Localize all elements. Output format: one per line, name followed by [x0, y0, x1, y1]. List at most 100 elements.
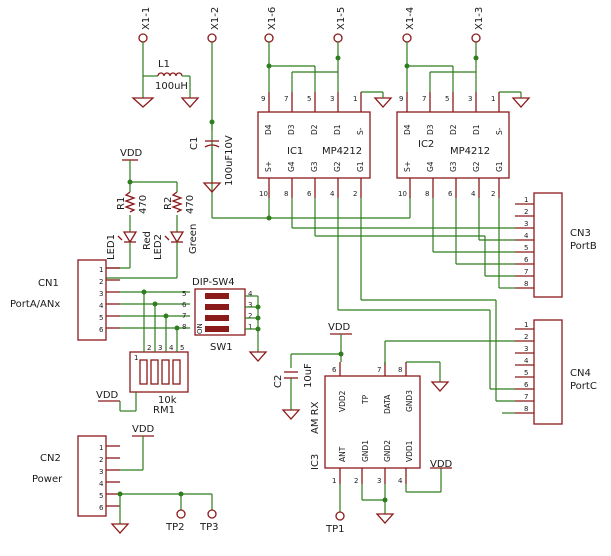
top-pin-x1-3: X1-3 [471, 7, 485, 43]
svg-text:VDD: VDD [430, 459, 453, 470]
svg-text:R1: R1 [116, 197, 127, 210]
svg-text:5: 5 [180, 344, 184, 352]
top-pin-label: X1-6 [267, 7, 278, 30]
top-pin-label: X1-3 [474, 7, 485, 30]
svg-text:5: 5 [445, 95, 449, 103]
svg-text:10uF: 10uF [303, 363, 314, 388]
svg-text:2: 2 [354, 477, 358, 485]
ground-symbol [110, 523, 130, 534]
l1-value: 100uH [155, 81, 188, 92]
svg-text:ON: ON [196, 323, 204, 334]
svg-text:8: 8 [182, 323, 186, 331]
svg-text:LED1: LED1 [106, 234, 117, 260]
svg-text:G2: G2 [333, 161, 342, 172]
ground-symbol [511, 97, 531, 108]
cn1-label: PortA/ANx [10, 299, 60, 310]
resistor-network-rm1: 1 2 3 4 5 10k RM1 [129, 344, 189, 416]
svg-text:TP: TP [361, 394, 370, 405]
cn2-label: Power [32, 474, 63, 485]
svg-text:2: 2 [524, 208, 528, 216]
top-pin-x1-1: X1-1 [138, 7, 152, 43]
svg-text:10: 10 [259, 190, 268, 198]
svg-text:6: 6 [182, 301, 187, 309]
top-pin-label: X1-4 [405, 7, 416, 30]
svg-text:G4: G4 [426, 161, 435, 172]
resistor-r1: R1 470 [116, 191, 149, 214]
svg-text:VDD: VDD [132, 424, 155, 435]
resistor-r2: R2 470 [163, 191, 196, 214]
svg-text:D1: D1 [333, 124, 342, 135]
test-point-tp3: TP3 [199, 509, 219, 533]
svg-text:5: 5 [524, 369, 528, 377]
svg-text:ANT: ANT [338, 446, 347, 462]
svg-text:G2: G2 [472, 161, 481, 172]
svg-text:470: 470 [138, 195, 149, 214]
capacitor-c2: C2 10uF [273, 363, 314, 388]
svg-text:VDD: VDD [120, 148, 143, 159]
connector-cn2: 1 2 3 4 5 6 CN2 Power [32, 435, 120, 517]
connector-cn3: 1 2 3 4 5 6 7 8 CN3 PortB [515, 192, 597, 298]
svg-text:7: 7 [524, 268, 528, 276]
svg-text:5: 5 [307, 95, 311, 103]
svg-text:7: 7 [284, 95, 288, 103]
svg-text:3: 3 [377, 477, 381, 485]
test-point-tp1: TP1 [325, 511, 345, 535]
svg-text:3: 3 [330, 95, 334, 103]
svg-text:2: 2 [99, 456, 103, 464]
svg-text:D3: D3 [426, 124, 435, 135]
svg-text:R2: R2 [163, 197, 174, 210]
ground-symbol [430, 381, 450, 392]
svg-text:S-: S- [495, 127, 504, 135]
svg-text:3: 3 [158, 344, 162, 352]
c1-name: C1 [189, 137, 200, 150]
ground-symbol [281, 409, 301, 420]
svg-text:VDD: VDD [96, 390, 119, 401]
svg-text:1: 1 [332, 477, 336, 485]
svg-text:3: 3 [524, 345, 528, 353]
svg-text:RM1: RM1 [153, 405, 175, 416]
svg-text:Green: Green [188, 224, 199, 254]
svg-text:2: 2 [353, 190, 357, 198]
svg-text:7: 7 [182, 312, 186, 320]
svg-text:2: 2 [147, 344, 151, 352]
led2-green: LED2 Green [153, 224, 199, 260]
svg-text:IC3: IC3 [310, 454, 321, 470]
svg-text:4: 4 [248, 290, 253, 298]
svg-text:2: 2 [524, 333, 528, 341]
ic2-mp4212: IC2 MP4212 D4 D3 D2 D1 S- S+ G4 G3 G2 G1… [396, 92, 510, 198]
svg-text:10: 10 [398, 190, 407, 198]
svg-text:4: 4 [524, 357, 529, 365]
dip-switch-sw1: DIP-SW4 5 6 7 8 4 3 2 1 ON SW1 [182, 277, 253, 353]
svg-text:2: 2 [491, 190, 495, 198]
ground-symbol [373, 97, 393, 108]
svg-text:8: 8 [524, 280, 528, 288]
svg-text:7: 7 [422, 95, 426, 103]
ground-symbol [131, 76, 155, 108]
svg-text:TP1: TP1 [325, 524, 345, 535]
svg-text:DIP-SW4: DIP-SW4 [192, 277, 235, 288]
svg-text:1: 1 [99, 266, 103, 274]
svg-text:10k: 10k [158, 395, 177, 406]
cn2-name: CN2 [40, 453, 61, 464]
cn1-name: CN1 [38, 278, 59, 289]
svg-text:TP3: TP3 [199, 522, 219, 533]
svg-text:6: 6 [524, 381, 529, 389]
svg-text:1: 1 [134, 354, 138, 362]
connector-cn4: 1 2 3 4 5 6 7 8 CN4 PortC [515, 319, 597, 425]
svg-text:S-: S- [356, 127, 365, 135]
svg-text:4: 4 [99, 480, 104, 488]
svg-text:3: 3 [248, 301, 252, 309]
svg-text:G3: G3 [449, 161, 458, 172]
svg-text:7: 7 [377, 366, 381, 374]
svg-text:D3: D3 [287, 124, 296, 135]
ic1-name: IC1 [287, 146, 303, 157]
svg-text:D2: D2 [449, 124, 458, 135]
cn4-label: PortC [570, 381, 597, 392]
svg-text:6: 6 [524, 256, 529, 264]
ic1-mp4212: IC1 MP4212 D4 D3 D2 D1 S- S+ G4 G3 G2 G1… [257, 92, 371, 198]
vdd-symbol: VDD [120, 148, 143, 182]
top-pin-x1-2: X1-2 [207, 7, 221, 43]
svg-text:SW1: SW1 [210, 342, 233, 353]
